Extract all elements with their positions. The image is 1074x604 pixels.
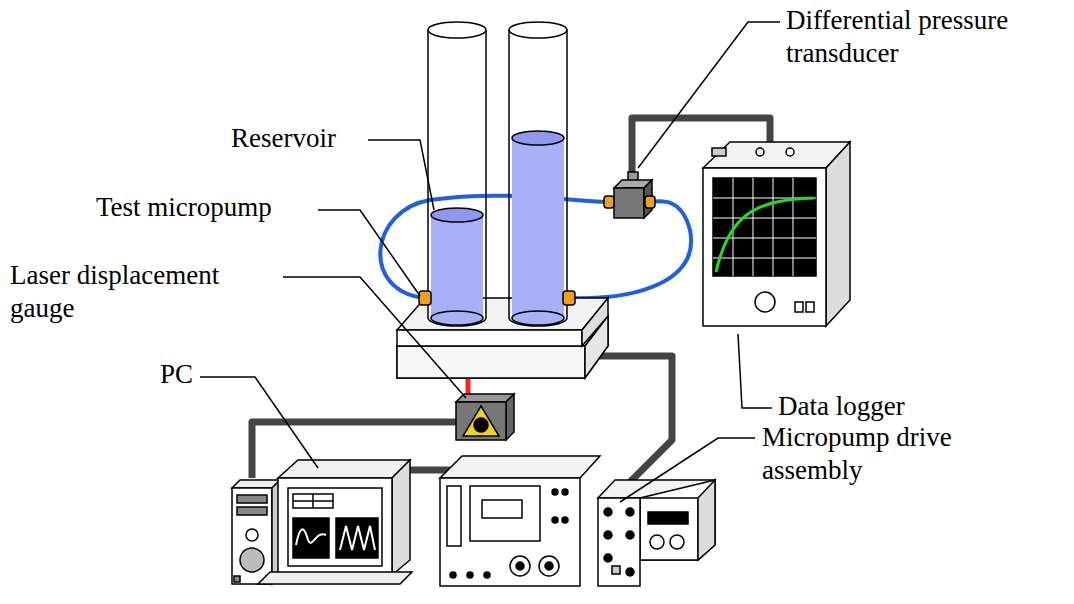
cable <box>588 356 672 490</box>
function-generator <box>440 456 600 586</box>
drive-unit <box>598 480 715 586</box>
part-label: Data logger <box>778 390 958 423</box>
fitting <box>563 291 575 305</box>
part-label: PC <box>160 358 220 391</box>
pc <box>232 460 412 584</box>
reservoir-tube <box>508 30 510 318</box>
part-label: Laser displacement gauge <box>10 259 285 325</box>
part-label: Differential pressure transducer <box>786 4 1070 70</box>
pressure-transducer <box>604 172 655 218</box>
laser-gauge <box>456 394 514 440</box>
tube <box>380 196 608 298</box>
part-label: Reservoir <box>231 122 371 155</box>
fitting <box>419 291 431 305</box>
part-label: Micropump drive assembly <box>762 421 997 487</box>
leader-line <box>200 22 780 502</box>
data-logger <box>703 142 850 326</box>
pump-plate <box>397 330 582 346</box>
pump-plate <box>582 298 608 346</box>
part-label: Test micropump <box>96 191 326 224</box>
